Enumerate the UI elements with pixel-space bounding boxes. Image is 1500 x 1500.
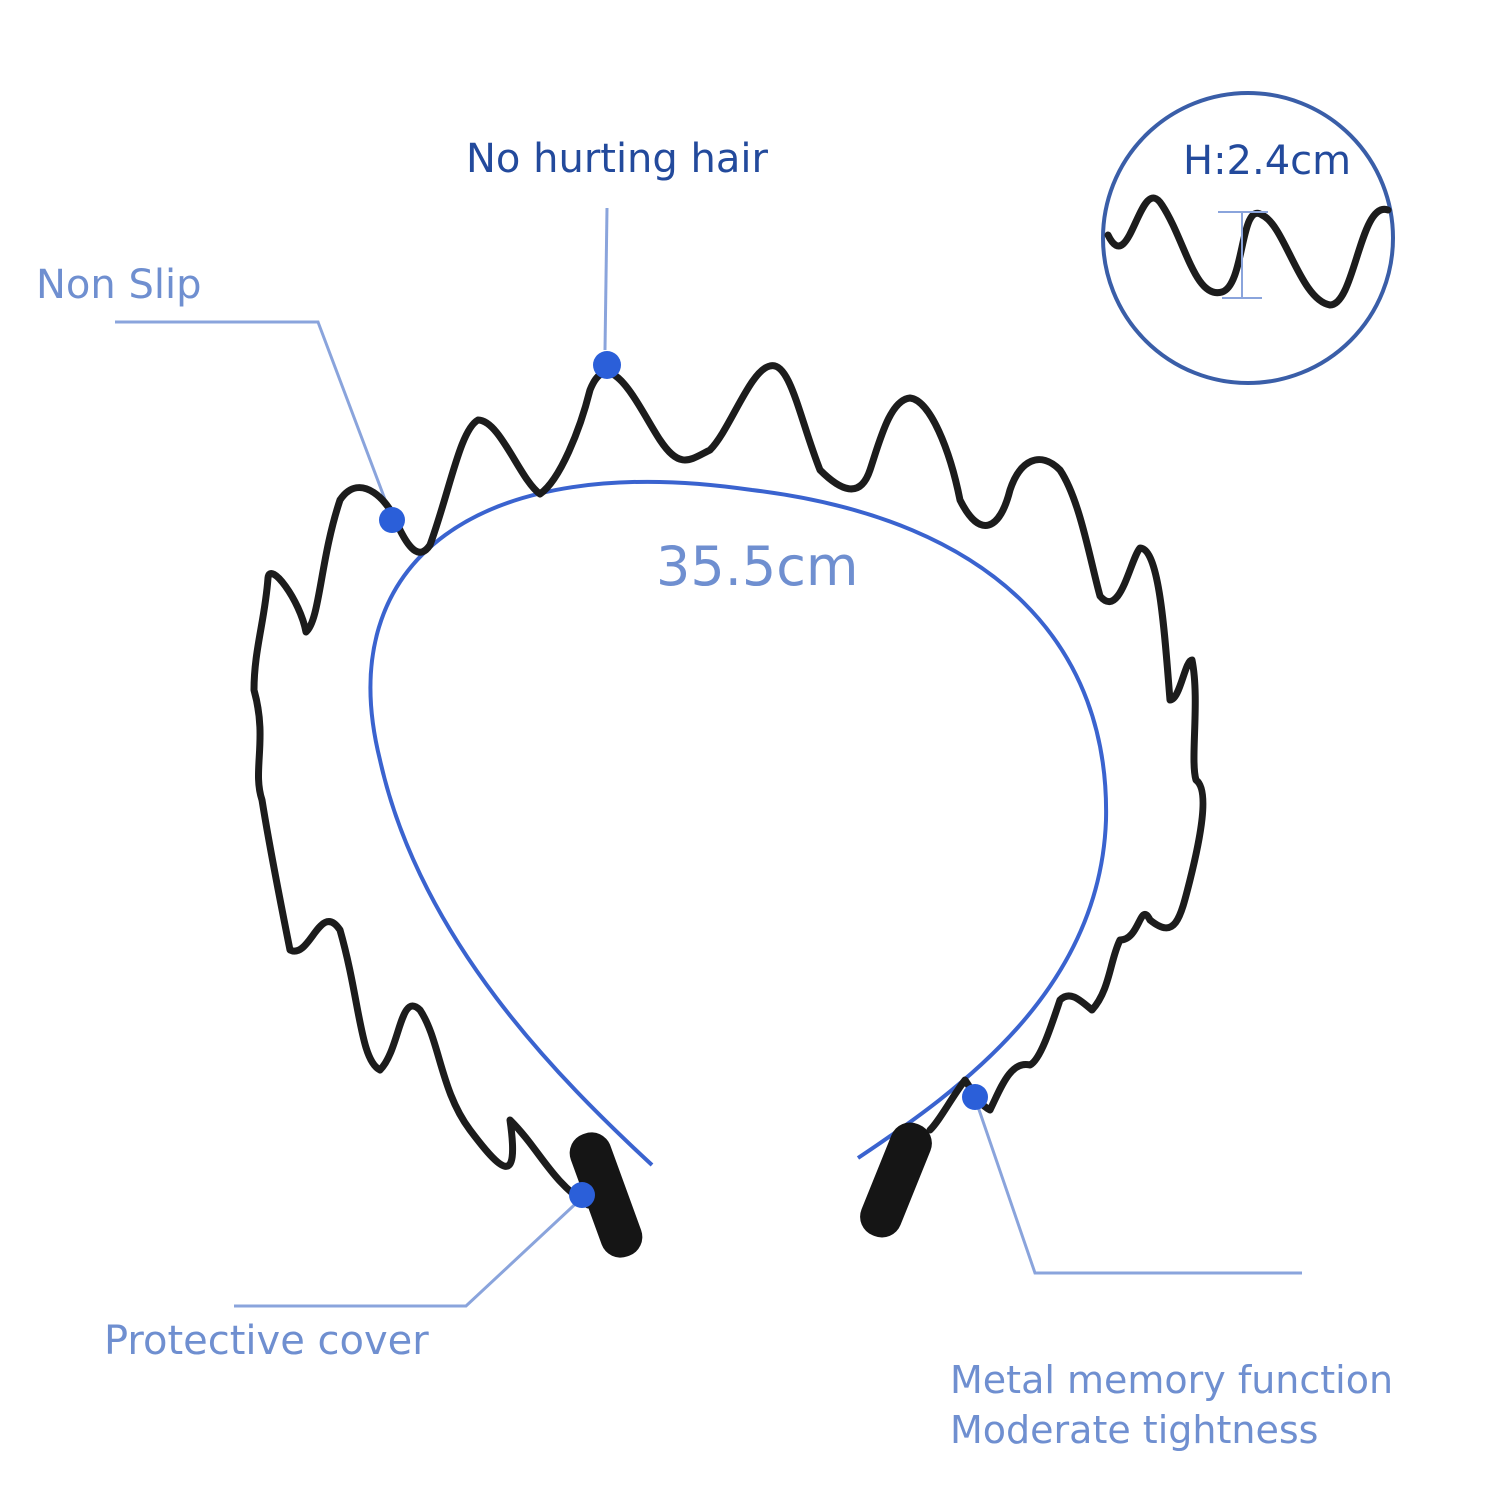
feature-markers [379,351,988,1208]
label-metal-memory-line2: Moderate tightness [950,1408,1319,1452]
leader-no-hurting-hair [603,207,609,351]
leader-protective-cover [234,1193,587,1308]
protective-cover-left [569,1132,643,1258]
label-no-hurting-hair: No hurting hair [466,136,768,182]
leader-lines [115,207,1302,1308]
marker-non-slip [379,507,405,533]
label-metal-memory: Metal memory function Moderate tightness [950,1355,1393,1455]
inset-wave [1104,194,1392,309]
length-arc [368,479,1109,1167]
inset-height-marker [1218,211,1268,299]
marker-no-hurting-hair [593,351,621,379]
label-protective-cover: Protective cover [104,1318,429,1364]
leader-non-slip [115,320,394,519]
protective-cover-right [860,1122,932,1238]
marker-metal-memory [962,1084,988,1110]
label-non-slip: Non Slip [36,262,202,308]
wavy-headband [250,362,1207,1209]
wave-height-inset [1101,91,1395,385]
label-length: 35.5cm [656,535,859,598]
marker-protective-cover [569,1182,595,1208]
label-metal-memory-line1: Metal memory function [950,1358,1394,1402]
label-height: H:2.4cm [1183,138,1352,184]
leader-metal-memory [973,1097,1302,1275]
inset-circle [1101,91,1395,385]
